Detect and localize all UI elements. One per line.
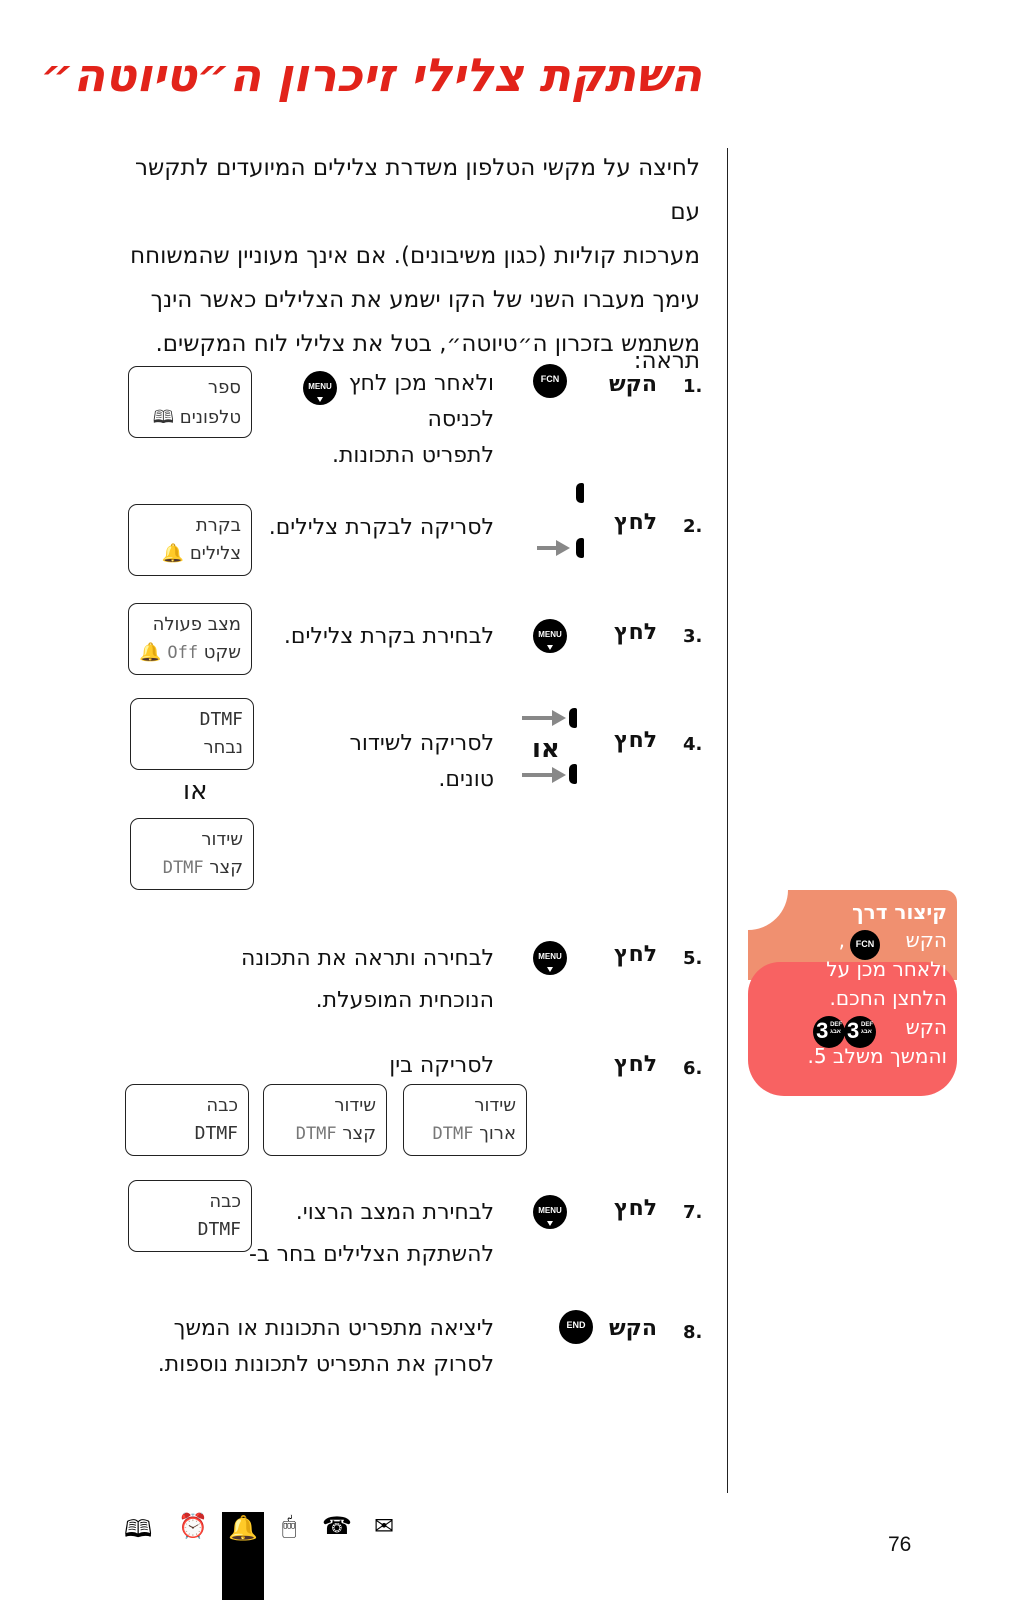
phonebook-icon: 🕮 bbox=[152, 407, 175, 428]
display-dtmf-short: שידור קצר DTMF bbox=[263, 1084, 387, 1156]
step-verb: הקש bbox=[609, 1316, 657, 1341]
side-key-icon bbox=[576, 483, 584, 503]
or-label: או bbox=[183, 776, 208, 806]
arrow-icon bbox=[552, 710, 566, 726]
step-number: 2. bbox=[683, 516, 703, 537]
mouse-icon[interactable]: 🖱 bbox=[282, 1512, 297, 1540]
telephone-icon[interactable]: ☎ bbox=[322, 1512, 352, 1540]
display-dtmf-long: שידור ארוך DTMF bbox=[403, 1084, 527, 1156]
step-verb: הקש bbox=[609, 372, 657, 397]
active-section-tab[interactable]: 🔔 bbox=[222, 1512, 264, 1600]
arrow-icon bbox=[537, 546, 557, 550]
side-key-icon bbox=[569, 764, 577, 784]
step-number: 3. bbox=[683, 626, 703, 647]
phonebook-icon[interactable]: 🕮 bbox=[124, 1515, 153, 1543]
intro-line: מערכות קוליות (כגון משיבונים). אם אינך מ… bbox=[130, 243, 700, 269]
step-description: לבחירת בקרת צלילים. bbox=[283, 624, 494, 649]
step-verb: לחץ bbox=[614, 620, 657, 645]
step-number: 6. bbox=[683, 1058, 703, 1079]
arrow-icon bbox=[556, 540, 570, 556]
arrow-icon bbox=[522, 716, 556, 720]
page-number: 76 bbox=[888, 1533, 912, 1556]
shortcut-box: קיצור דרך הקש FCN , ולאחר מכן על הלחצן ה… bbox=[748, 890, 957, 1096]
alarm-clock-icon[interactable]: ⏰ bbox=[178, 1512, 208, 1540]
step-description: לסריקה לבקרת צלילים. bbox=[268, 515, 494, 540]
menu-key-icon: MENU bbox=[533, 619, 567, 653]
bell-icon: 🔔 bbox=[139, 642, 162, 663]
display-phonebook: ספר טלפונים 🕮 bbox=[128, 366, 252, 438]
intro-line: משתמש בזכרון ה״טיוטה״, בטל את צלילי לוח … bbox=[155, 331, 700, 357]
shortcut-heading: קיצור דרך bbox=[852, 900, 947, 924]
envelope-icon[interactable]: ✉ bbox=[374, 1512, 395, 1540]
menu-key-icon: MENU bbox=[533, 941, 567, 975]
page-title: השתקת צלילי זיכרון ה״טיוטה״ bbox=[40, 48, 702, 102]
step-description: לסריקה בין bbox=[389, 1053, 494, 1078]
arrow-icon bbox=[522, 773, 556, 777]
intro-line: עימך מעברו השני של הקו ישמע את הצלילים כ… bbox=[150, 287, 700, 313]
step-number: 7. bbox=[683, 1202, 703, 1223]
intro-line: תראה: bbox=[633, 348, 700, 374]
display-mode: מצב פעולה שקט Off 🔔 bbox=[128, 603, 252, 675]
shortcut-line: והמשך משלב 5. bbox=[807, 1044, 947, 1068]
display-dtmf-select: DTMF נבחר bbox=[130, 698, 254, 770]
menu-key-icon: MENU bbox=[303, 371, 337, 405]
step-verb: לחץ bbox=[614, 942, 657, 967]
step-number: 8. bbox=[683, 1322, 703, 1343]
step-number: 1. bbox=[683, 376, 703, 397]
fcn-key-icon: FCN bbox=[850, 930, 880, 960]
shortcut-line: ולאחר מכן על bbox=[826, 957, 947, 981]
display-dtmf-off: כבה DTMF bbox=[128, 1180, 252, 1252]
end-key-icon: END bbox=[559, 1310, 593, 1344]
shortcut-line: הקש bbox=[905, 928, 947, 952]
display-dtmf-short: שידור קצר DTMF bbox=[130, 818, 254, 890]
menu-key-icon: MENU bbox=[533, 1195, 567, 1229]
display-dtmf-off: כבה DTMF bbox=[125, 1084, 249, 1156]
arrow-icon bbox=[552, 767, 566, 783]
side-key-icon bbox=[569, 708, 577, 728]
step-verb: לחץ bbox=[614, 1196, 657, 1221]
or-label: או bbox=[532, 734, 560, 764]
shortcut-line: הלחצן החכם. bbox=[829, 986, 947, 1010]
step-number: 4. bbox=[683, 734, 703, 755]
shortcut-line: הקש bbox=[905, 1015, 947, 1039]
fcn-key-icon: FCN bbox=[533, 364, 567, 398]
intro-line: לחיצה על מקשי הטלפון משדרת צלילים המיועד… bbox=[135, 155, 700, 225]
bell-icon: 🔔 bbox=[161, 543, 185, 564]
step-verb: לחץ bbox=[614, 728, 657, 753]
step-verb: לחץ bbox=[614, 510, 657, 535]
column-divider bbox=[727, 148, 728, 1493]
display-tones: בקרת צלילים 🔔 bbox=[128, 504, 252, 576]
step-number: 5. bbox=[683, 948, 703, 969]
step-verb: לחץ bbox=[614, 1052, 657, 1077]
step-description: לבחירת המצב הרצוי.להשתקת הצלילים בחר ב- bbox=[248, 1200, 494, 1267]
intro-paragraph: לחיצה על מקשי הטלפון משדרת צלילים המיועד… bbox=[100, 146, 700, 378]
bell-icon: 🔔 bbox=[228, 1514, 258, 1542]
side-key-icon bbox=[576, 538, 584, 558]
